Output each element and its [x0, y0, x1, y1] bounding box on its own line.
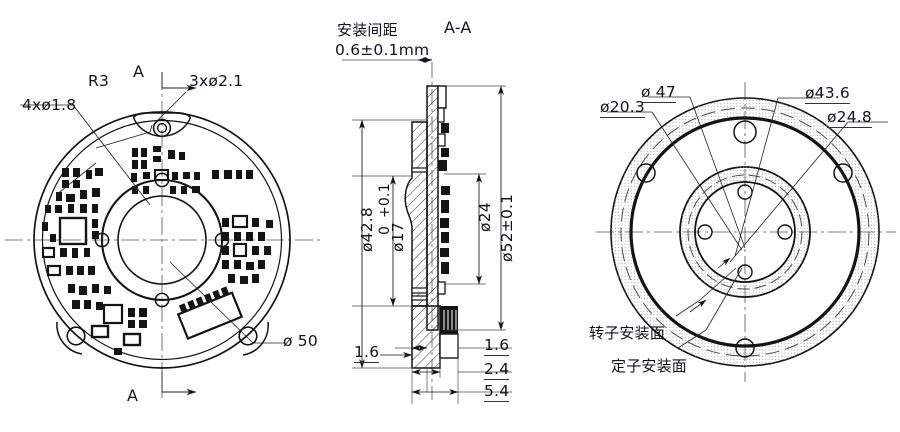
label-2-4: 2.4: [484, 360, 510, 380]
label-d50: ø 50: [283, 332, 318, 350]
label-d24-8: ø24.8: [827, 108, 872, 128]
label-d47: ø 47: [641, 83, 676, 103]
face-outer-hole-top: [733, 120, 757, 144]
label-1-6-left: 1.6: [354, 343, 380, 363]
face-leaders: [607, 96, 888, 349]
section-base: [411, 305, 459, 369]
label-section-title-aa: A-A: [444, 18, 472, 37]
pcb-ring-hole-left: [94, 232, 110, 248]
pcb-mount-hole-br: [238, 326, 258, 346]
label-stator-mounting-face: 定子安装面: [611, 357, 688, 375]
face-centerlines: [596, 82, 896, 382]
section-aa-view: [342, 57, 512, 404]
face-outer-dashed: [620, 107, 870, 357]
pcb-lower-tabs: [56, 321, 269, 356]
label-d17-tol-lower: 0: [377, 225, 393, 235]
face-inner-holes: [697, 184, 793, 280]
face-outer-hole-left: [636, 163, 656, 183]
face-outer-hole-right: [833, 163, 853, 183]
label-d43-6: ø43.6: [805, 84, 850, 104]
label-d52: ø52±0.1: [498, 193, 516, 262]
label-d17-tol-upper: +0.1: [377, 183, 393, 218]
label-5-4: 5.4: [484, 382, 510, 402]
label-r3: R3: [88, 72, 110, 90]
label-rotor-mounting-face: 转子安装面: [589, 324, 666, 342]
pcb-connector: [176, 286, 244, 340]
label-1-6-right: 1.6: [484, 336, 510, 356]
pcb-center-bore: [117, 195, 207, 285]
pcb-leaders: [20, 91, 285, 344]
pcb-index-hole-top-inner: [156, 122, 168, 134]
face-outer-holes: [636, 120, 853, 358]
face-inner-hole-right: [777, 224, 793, 240]
face-outer-hole-bottom: [735, 338, 755, 358]
pcb-inner-edge: [41, 119, 283, 361]
label-4x-d1-8: 4xø1.8: [22, 96, 77, 114]
connector-pins: [443, 310, 457, 330]
face-bore-circle: [694, 181, 796, 283]
pcb-mount-hole-bl: [66, 326, 86, 346]
label-d20-3: ø20.3: [600, 98, 645, 118]
label-mount-gap-value: 0.6±0.1mm: [335, 41, 430, 59]
thickness-leaders: [458, 347, 512, 393]
label-d24: ø24: [476, 202, 494, 232]
label-3x-d2-1: 3xø2.1: [189, 72, 244, 90]
face-inner-hole-left: [697, 224, 713, 240]
section-dimension-arrows: [359, 57, 504, 395]
pcb-ring-hole-bottom: [154, 292, 170, 308]
label-section-a-top: A: [133, 62, 145, 81]
rotor-body: [404, 121, 428, 307]
pcb-outer-edge: [33, 111, 291, 369]
label-mount-gap-cjk: 安装间距: [337, 21, 398, 39]
face-inner-hole-bottom: [737, 264, 753, 280]
pcb-centerlines: [5, 72, 320, 398]
pcb-top-view: [5, 72, 320, 398]
pcb-components: [41, 146, 273, 355]
face-leader-arrows: [689, 257, 731, 313]
pcb-index-hole-top: [152, 118, 172, 138]
section-arrow-bottom: [161, 371, 197, 396]
stator-stack: [426, 85, 450, 331]
face-stator-heavy-circle: [629, 116, 861, 348]
label-d42-8: ø42.8: [358, 207, 376, 252]
label-section-a-bottom: A: [127, 386, 139, 405]
stator-rotor-view: [596, 82, 896, 382]
section-arrow-top: [161, 72, 197, 92]
face-inner-hole-top: [737, 184, 753, 200]
face-inner-dashed: [687, 174, 803, 290]
